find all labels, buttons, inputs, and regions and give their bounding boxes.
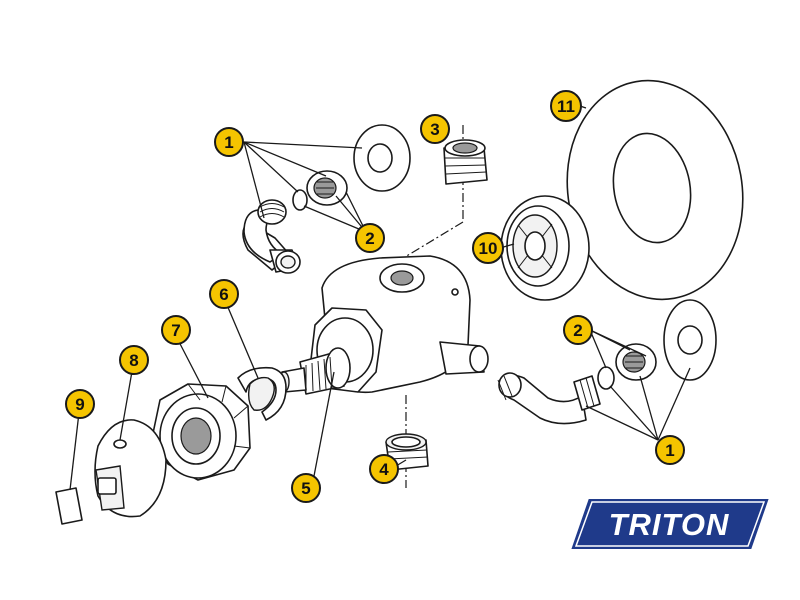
callout-label: 4 <box>379 460 389 479</box>
callout-label: 11 <box>557 97 575 116</box>
callout-3: 3 <box>420 114 450 144</box>
part-7-control-knob <box>151 383 251 481</box>
callout-label: 6 <box>219 285 228 304</box>
part-8-cap <box>94 419 167 518</box>
part-3-upper-adaptor <box>443 139 488 185</box>
callout-label: 8 <box>129 351 138 370</box>
callout-label: 10 <box>479 239 498 258</box>
callout-11: 11 <box>550 90 582 122</box>
part-9-insert <box>55 487 83 525</box>
triton-logo: TRITON <box>568 497 772 551</box>
callout-5: 5 <box>291 473 321 503</box>
callout-label: 1 <box>224 133 233 152</box>
callout-label: 2 <box>573 321 582 340</box>
callout-label: 7 <box>171 321 180 340</box>
part-10-sleeve <box>500 195 590 301</box>
callout-2-lower: 2 <box>563 315 593 345</box>
lower-right-elbow-assembly <box>497 299 717 425</box>
callout-7: 7 <box>161 315 191 345</box>
callout-9: 9 <box>65 389 95 419</box>
callout-label: 2 <box>365 229 374 248</box>
part-6-clip <box>237 366 287 421</box>
part-4-lower-adaptor <box>385 433 429 471</box>
part-11-cover-plate <box>566 79 744 301</box>
callout-6: 6 <box>209 279 239 309</box>
callout-label: 5 <box>301 479 310 498</box>
logo-badge <box>568 497 772 551</box>
callout-label: 1 <box>665 441 674 460</box>
callout-8: 8 <box>119 345 149 375</box>
callout-1-lower: 1 <box>655 435 685 465</box>
leader-lines <box>69 105 691 491</box>
logo-text: TRITON <box>609 507 730 542</box>
callout-label: 9 <box>75 395 84 414</box>
callout-label: 3 <box>430 120 439 139</box>
callout-2-upper: 2 <box>355 223 385 253</box>
callout-4: 4 <box>369 454 399 484</box>
callout-1-upper: 1 <box>214 127 244 157</box>
callout-10: 10 <box>472 232 504 264</box>
upper-left-elbow-assembly <box>242 124 411 274</box>
